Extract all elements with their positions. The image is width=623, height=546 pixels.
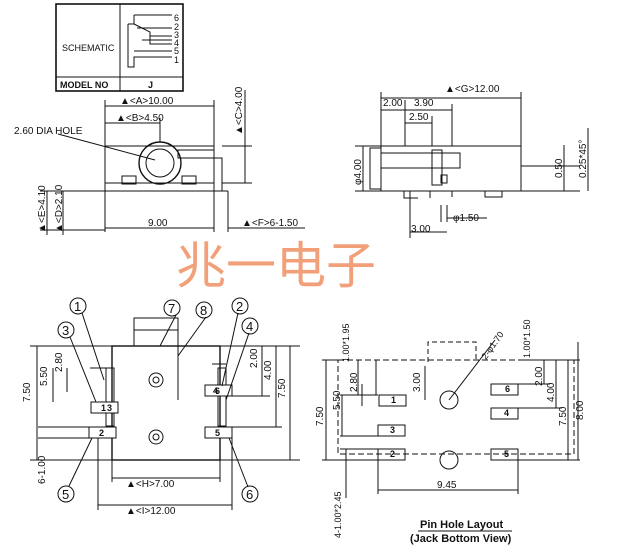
pl-dim-280: 2.80 xyxy=(349,372,360,392)
pin-pad-4: 4 xyxy=(504,408,509,418)
tv-dim-200: 2.00 xyxy=(249,348,260,368)
side-dim-050: 0.50 xyxy=(554,158,565,178)
pl-dim-945: 9.45 xyxy=(437,480,457,491)
side-dim-dia150: φ1.50 xyxy=(453,213,479,224)
tv-dim-550: 5.50 xyxy=(39,366,50,386)
callout-4: 4 xyxy=(246,319,253,334)
schematic-label: SCHEMATIC xyxy=(62,43,115,53)
tv-dim-280: 2.80 xyxy=(54,352,65,372)
callout-8: 8 xyxy=(200,303,207,318)
side-view xyxy=(355,92,589,238)
callouts xyxy=(57,297,259,503)
dim-e: ▲<E>4.10 xyxy=(37,185,48,233)
callout-4-circle xyxy=(241,317,259,335)
side-dim-390: 3.90 xyxy=(414,98,434,109)
pin-pad-1: 1 xyxy=(391,395,396,405)
tv-dim-6x100: 6-1.00 xyxy=(37,455,48,484)
schematic-pin-4: 4 xyxy=(174,38,179,48)
pad-6-label: 6 xyxy=(215,386,220,396)
pad-4-label: 4 xyxy=(213,386,218,396)
callout-2-circle xyxy=(231,297,249,315)
schematic-pin-2: 2 xyxy=(174,22,179,32)
front-view xyxy=(40,90,305,235)
dim-g: ▲<G>12.00 xyxy=(445,84,500,95)
pin-layout-title: Pin Hole Layout xyxy=(420,519,503,531)
schematic-symbol xyxy=(127,14,172,68)
pl-dim-200: 2.00 xyxy=(534,366,545,386)
callout-1: 1 xyxy=(74,299,81,314)
pad-1-label: 1 xyxy=(101,403,106,413)
pin-pad-3: 3 xyxy=(390,425,395,435)
dim-f: ▲<F>6-1.50 xyxy=(242,218,298,229)
top-view xyxy=(30,312,300,510)
pl-dim-550: 5.50 xyxy=(332,390,343,410)
pl-dim-4x100x245: 4-1.00*2.45 xyxy=(333,491,343,538)
tv-dim-400: 4.00 xyxy=(263,360,274,380)
callout-5-circle xyxy=(57,485,75,503)
pad-5-label: 5 xyxy=(215,428,220,438)
pl-dim-800: 8.00 xyxy=(575,400,586,420)
pad-3-label: 3 xyxy=(107,403,112,413)
dim-i: ▲<I>12.00 xyxy=(126,506,176,517)
callout-2: 2 xyxy=(236,299,243,314)
pin-pad-6: 6 xyxy=(505,384,510,394)
side-dim-250: 2.50 xyxy=(409,112,429,123)
side-dim-200: 2.00 xyxy=(383,98,403,109)
schematic-box: SCHEMATIC MODEL NO J 6 2 3 4 5 1 xyxy=(55,3,184,92)
callout-8-circle xyxy=(195,301,213,319)
hole-dia-label: 2.60 DIA HOLE xyxy=(14,126,83,137)
callout-1-circle xyxy=(69,297,87,315)
pl-dim-750-left: 7.50 xyxy=(315,406,326,426)
callout-7-circle xyxy=(163,299,181,317)
watermark-text: 兆一电子 xyxy=(176,237,376,295)
pin-pad-2: 2 xyxy=(390,449,395,459)
tv-dim-750-left: 7.50 xyxy=(22,382,33,402)
callout-6: 6 xyxy=(246,487,253,502)
side-dim-chamfer: 0.25*45° xyxy=(578,140,589,178)
pl-dim-750-right: 7.50 xyxy=(558,406,569,426)
dim-d: ▲<D>2.10 xyxy=(54,184,65,233)
pl-dim-400: 4.00 xyxy=(546,382,557,402)
pad-2-label: 2 xyxy=(99,428,104,438)
tv-dim-750-right: 7.50 xyxy=(277,378,288,398)
model-no-value: J xyxy=(148,80,153,90)
model-no-label: MODEL NO xyxy=(60,80,108,90)
callout-3: 3 xyxy=(62,323,69,338)
pl-dim-100x195: 1.00*1.95 xyxy=(341,323,351,362)
callout-5: 5 xyxy=(62,487,69,502)
side-dim-300: 3.00 xyxy=(411,224,431,235)
pin-pad-5: 5 xyxy=(504,449,509,459)
schematic-pin-1: 1 xyxy=(174,55,179,65)
pin-layout-subtitle: (Jack Bottom View) xyxy=(410,533,512,545)
pl-dim-2dia170: 2-φ1.70 xyxy=(479,330,505,361)
side-dim-dia400: φ4.00 xyxy=(353,159,364,185)
dim-b: ▲<B>4.50 xyxy=(116,113,164,124)
schematic-pin-5: 5 xyxy=(174,46,179,56)
callout-6-circle xyxy=(241,485,259,503)
dim-h: ▲<H>7.00 xyxy=(126,479,175,490)
dim-a: ▲<A>10.00 xyxy=(120,96,174,107)
schematic-pin-3: 3 xyxy=(174,30,179,40)
dim-9: 9.00 xyxy=(148,218,168,229)
callout-7: 7 xyxy=(168,301,175,316)
schematic-pin-6: 6 xyxy=(174,13,179,23)
dim-c: ▲<C>4.00 xyxy=(234,86,245,135)
pl-dim-300: 3.00 xyxy=(412,372,423,392)
callout-3-circle xyxy=(57,321,75,339)
pl-dim-100x150: 1.00*1.50 xyxy=(522,319,532,358)
pin-layout xyxy=(322,339,580,532)
